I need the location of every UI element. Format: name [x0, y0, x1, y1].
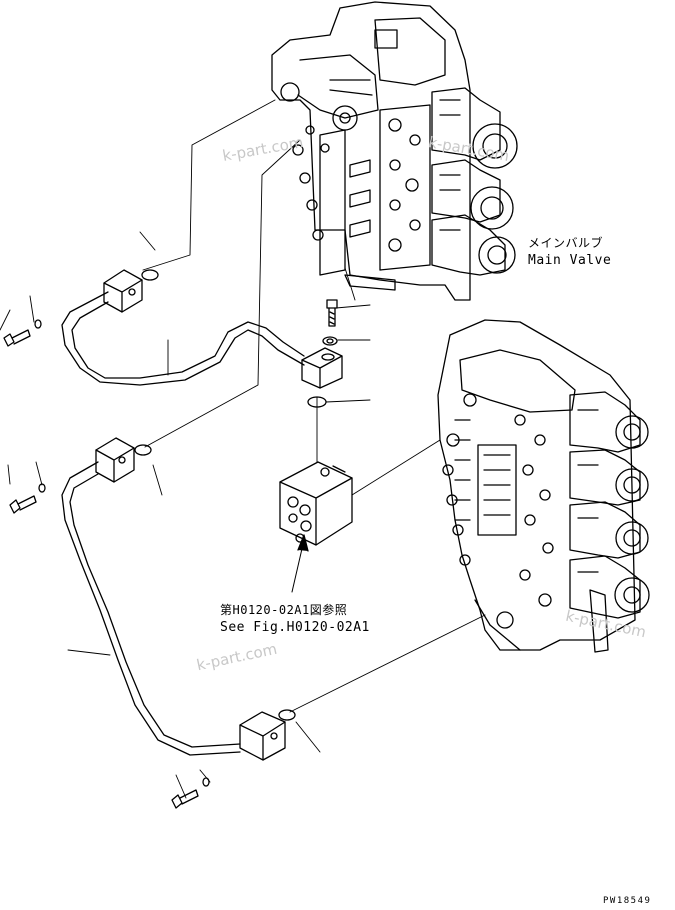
junction-block	[279, 461, 353, 546]
bolt-upper-left	[3, 319, 42, 347]
o-ring-mid	[134, 444, 152, 456]
lower-tube	[61, 437, 286, 761]
main-valve-label-jp: メインバルブ	[528, 236, 604, 250]
see-fig-label-jp: 第H0120-02A1図参照	[220, 603, 348, 617]
o-ring-upper	[141, 269, 159, 281]
see-fig-label-en: See Fig.H0120-02A1	[220, 620, 370, 635]
lower-main-valve	[437, 319, 650, 653]
small-block	[301, 347, 343, 389]
lower-spools	[569, 391, 650, 619]
leader-lines	[0, 99, 486, 799]
drawing-code: PW18549	[603, 896, 652, 906]
upper-main-valve	[271, 1, 518, 301]
bolt-middle-left	[9, 483, 46, 514]
upper-spools	[431, 87, 518, 276]
upper-tube	[61, 269, 305, 386]
bolt-lower	[171, 777, 210, 809]
main-valve-label-en: Main Valve	[528, 253, 612, 268]
o-ring-lower	[278, 709, 296, 721]
bolt-small-block	[326, 299, 338, 327]
reference-arrow	[291, 534, 309, 593]
